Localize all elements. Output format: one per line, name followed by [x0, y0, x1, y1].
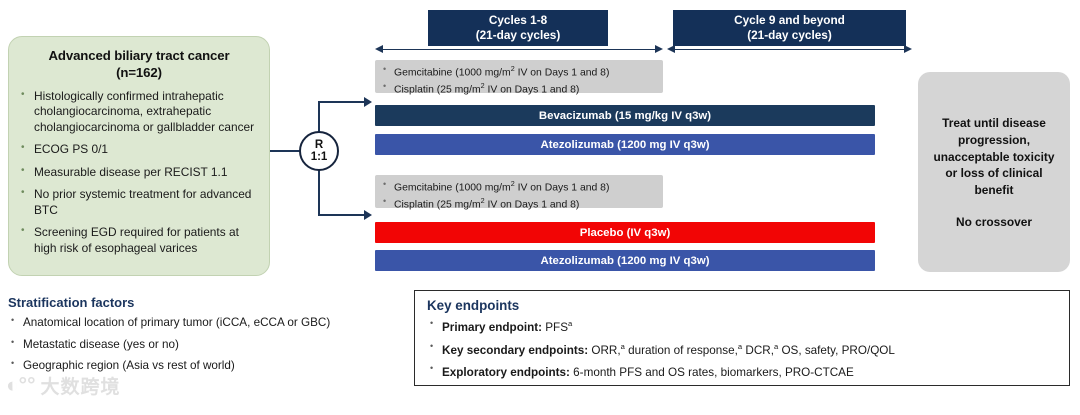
- list-item: Primary endpoint: PFSa: [427, 318, 1057, 336]
- watermark: ◐°° 大数跨境: [6, 372, 121, 399]
- list-item: Gemcitabine (1000 mg/m2 IV on Days 1 and…: [383, 63, 655, 81]
- timeline-arrow-right-head-phase1: [655, 45, 663, 53]
- timeline-line-phase2: [674, 48, 906, 51]
- outcome-main-text: Treat until disease progression, unaccep…: [933, 115, 1055, 198]
- randomization-node: R 1:1: [299, 131, 339, 171]
- list-item: ECOG PS 0/1: [19, 141, 259, 157]
- timeline-arrow-left-head-phase1: [375, 45, 383, 53]
- connector-upper-vertical: [318, 101, 320, 133]
- phase-bar-cycle-9-beyond: Cycle 9 and beyond (21-day cycles): [673, 10, 906, 46]
- eligibility-title: Advanced biliary tract cancer (n=162): [19, 47, 259, 82]
- list-item: Geographic region (Asia vs rest of world…: [8, 358, 408, 374]
- key-endpoints-box: Key endpoints Primary endpoint: PFSa Key…: [414, 290, 1070, 386]
- phase-bar-cycles-1-8: Cycles 1-8 (21-day cycles): [428, 10, 608, 46]
- list-item: No prior systemic treatment for advanced…: [19, 186, 259, 218]
- timeline-arrow-right-head-phase2: [904, 45, 912, 53]
- treatment-bar-bevacizumab: Bevacizumab (15 mg/kg IV q3w): [375, 105, 875, 126]
- list-item: Metastatic disease (yes or no): [8, 337, 408, 353]
- key-endpoints-title: Key endpoints: [427, 298, 520, 313]
- connector-upper-horizontal: [318, 101, 364, 103]
- phase-bar-line1: Cycle 9 and beyond: [734, 12, 845, 27]
- list-item: Key secondary endpoints: ORR,a duration …: [427, 341, 1057, 359]
- randomization-label: R: [314, 138, 324, 151]
- chemo-list: Gemcitabine (1000 mg/m2 IV on Days 1 and…: [383, 63, 655, 98]
- key-endpoints-list: Primary endpoint: PFSa Key secondary end…: [427, 318, 1057, 381]
- treatment-bar-atezolizumab-lower: Atezolizumab (1200 mg IV q3w): [375, 250, 875, 271]
- list-item: Exploratory endpoints: 6-month PFS and O…: [427, 363, 1057, 381]
- connector-lower-horizontal: [318, 214, 364, 216]
- phase-bar-line1: Cycles 1-8: [488, 12, 548, 27]
- phase-bar-line2: (21-day cycles): [747, 28, 832, 42]
- watermark-logo-icon: ◐°°: [6, 374, 36, 397]
- timeline-line-phase1: [382, 48, 657, 51]
- treatment-bar-placebo: Placebo (IV q3w): [375, 222, 875, 243]
- stratification-title: Stratification factors: [8, 295, 135, 310]
- timeline-arrow-left-head-phase2: [667, 45, 675, 53]
- randomization-ratio: 1:1: [310, 151, 328, 163]
- treatment-bar-atezolizumab-upper: Atezolizumab (1200 mg IV q3w): [375, 134, 875, 155]
- list-item: Gemcitabine (1000 mg/m2 IV on Days 1 and…: [383, 178, 655, 196]
- connector-eligibility-to-randomization: [270, 150, 300, 152]
- list-item: Cisplatin (25 mg/m2 IV on Days 1 and 8): [383, 195, 655, 213]
- outcome-sub-text: No crossover: [955, 215, 1032, 230]
- eligibility-title-line1: Advanced biliary tract cancer: [48, 48, 230, 63]
- eligibility-box: Advanced biliary tract cancer (n=162) Hi…: [8, 36, 270, 276]
- list-item: Cisplatin (25 mg/m2 IV on Days 1 and 8): [383, 80, 655, 98]
- chemo-box-upper-arm: Gemcitabine (1000 mg/m2 IV on Days 1 and…: [375, 60, 663, 96]
- phase-bar-line2: (21-day cycles): [475, 28, 561, 42]
- connector-lower-vertical: [318, 169, 320, 216]
- chemo-list: Gemcitabine (1000 mg/m2 IV on Days 1 and…: [383, 178, 655, 213]
- list-item: Anatomical location of primary tumor (iC…: [8, 315, 408, 331]
- chemo-box-lower-arm: Gemcitabine (1000 mg/m2 IV on Days 1 and…: [375, 175, 663, 211]
- connector-lower-arrowhead: [364, 210, 372, 220]
- watermark-text: 大数跨境: [40, 377, 121, 398]
- outcome-box: Treat until disease progression, unaccep…: [918, 72, 1070, 272]
- list-item: Histologically confirmed intrahepatic ch…: [19, 88, 259, 135]
- list-item: Measurable disease per RECIST 1.1: [19, 164, 259, 180]
- eligibility-criteria-list: Histologically confirmed intrahepatic ch…: [19, 88, 259, 256]
- stratification-factors-section: Stratification factors Anatomical locati…: [8, 295, 408, 381]
- connector-upper-arrowhead: [364, 97, 372, 107]
- eligibility-title-line2: (n=162): [116, 65, 162, 81]
- stratification-list: Anatomical location of primary tumor (iC…: [8, 315, 408, 374]
- list-item: Screening EGD required for patients at h…: [19, 224, 259, 256]
